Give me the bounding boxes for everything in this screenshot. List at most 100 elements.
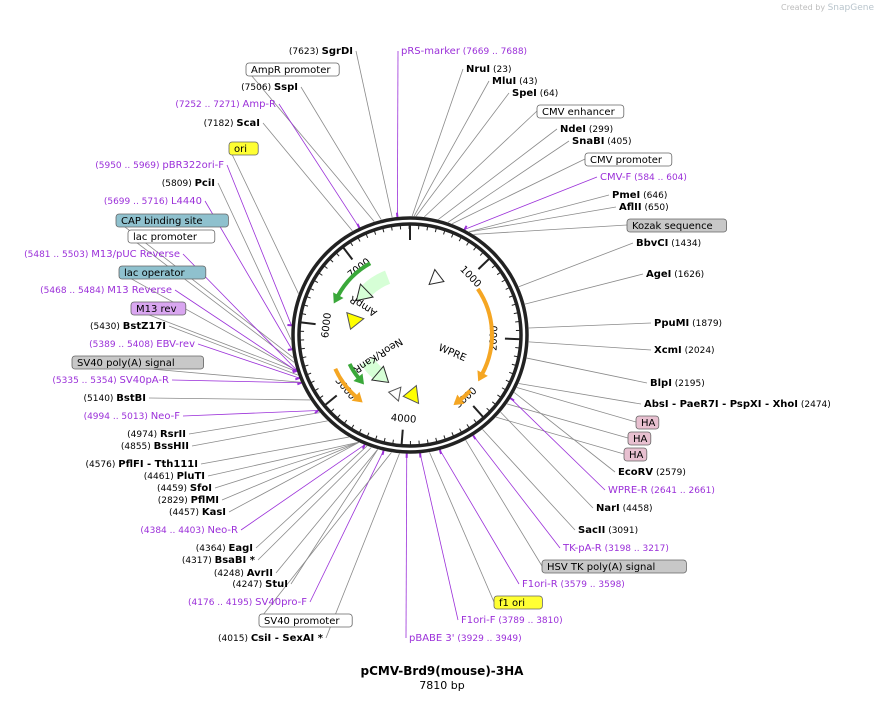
cmv-block — [414, 267, 435, 283]
leader-line — [118, 271, 297, 371]
neor-outer-arrowhead — [351, 391, 363, 403]
minor-tick — [335, 252, 340, 257]
brd9-cds-arc — [476, 287, 494, 375]
wpre-block — [449, 357, 472, 383]
site-position: (7506) — [241, 83, 274, 93]
minor-tick — [303, 364, 309, 367]
label-sv40-poly-a-signal: SV40 poly(A) signal — [71, 355, 205, 370]
leader-line — [447, 140, 570, 223]
leader-line — [197, 343, 300, 379]
leader-line — [528, 341, 652, 351]
minor-tick — [458, 236, 462, 242]
minor-tick — [505, 379, 511, 383]
feature-name: SV40 poly(A) signal — [77, 358, 175, 369]
label-pmei: PmeI (646) — [612, 190, 667, 201]
leader-line — [257, 447, 372, 561]
tick-label: 2000 — [488, 325, 500, 351]
minor-tick — [451, 432, 455, 438]
minor-tick — [509, 371, 515, 375]
leader-line — [464, 176, 598, 230]
minor-tick — [392, 439, 394, 445]
label-aflii: AflII (650) — [619, 202, 669, 213]
leader-line — [228, 147, 299, 294]
inner-feature-label: WPRE — [437, 343, 468, 365]
site-label: (4461) PluTI — [144, 471, 205, 482]
primer-name: Neo-F — [151, 411, 181, 422]
feature-name: Kozak sequence — [632, 221, 713, 232]
site-label: BlpI (2195) — [650, 378, 705, 389]
feature-box — [626, 218, 727, 233]
site-position: (4248) — [214, 569, 247, 579]
feature-name: AmpR promoter — [251, 65, 331, 76]
label-bstbi: (5140) BstBI — [84, 393, 147, 404]
label-m13-puc-reverse: (5481 .. 5503) M13/pUC Reverse — [24, 249, 180, 260]
label-f1ori-r: F1ori-R (3579 .. 3598) — [522, 579, 625, 590]
minor-tick — [501, 387, 507, 391]
leader-line — [429, 452, 495, 603]
minor-tick — [383, 437, 386, 444]
primer-label: (5699 .. 5716) L4440 — [104, 196, 202, 207]
primer-name: pRS-marker — [401, 46, 461, 57]
leader-line — [130, 307, 297, 372]
site-label: (2829) PflMI — [158, 495, 219, 506]
label-cmv-f: CMV-F (584 .. 604) — [600, 172, 687, 183]
site-name: KasI — [202, 507, 226, 518]
primer-name: TK-pA-R — [562, 543, 602, 554]
label-f1-ori: f1 ori — [493, 595, 543, 610]
site-name: StuI — [265, 579, 288, 590]
major-tick — [472, 405, 485, 419]
minor-tick — [358, 428, 362, 434]
leader-line — [221, 442, 359, 501]
label-kasi: (4457) KasI — [169, 507, 226, 518]
label-ha: HA — [627, 431, 652, 446]
minor-tick — [373, 229, 377, 235]
primer-range: (2641 .. 2661) — [648, 486, 715, 496]
label-sfoi: (4459) SfoI — [157, 483, 212, 494]
leader-line — [438, 128, 558, 220]
site-name: AbsI - PaeR7I - PspXI - XhoI — [644, 399, 798, 410]
leader-line — [524, 273, 644, 305]
minor-tick — [451, 232, 454, 238]
primer-name: Amp-R — [243, 99, 277, 110]
feature-box — [130, 301, 187, 316]
primer-range: (3198 .. 3217) — [602, 544, 669, 554]
primer-name: F1ori-R — [522, 579, 558, 590]
site-position: (2829) — [158, 496, 191, 506]
feature-box — [245, 62, 340, 77]
site-name: PflFI - Tth111I — [118, 459, 198, 470]
site-position: (7182) — [204, 119, 237, 129]
site-label: (4364) EagI — [196, 543, 253, 554]
label-rsrii: (4974) RsrII — [127, 429, 186, 440]
feature-name: HA — [633, 434, 648, 445]
primer-label: F1ori-R (3579 .. 3598) — [522, 579, 625, 590]
minor-tick — [459, 428, 463, 434]
site-star: * — [314, 633, 323, 644]
minor-tick — [309, 380, 315, 384]
leader-line — [217, 182, 292, 340]
feature-box — [71, 355, 205, 370]
plasmid-name: pCMV-Brd9(mouse)-3HA — [360, 664, 524, 678]
label-sgrdi: (7623) SgrDI — [289, 46, 353, 57]
site-label: NruI (23) — [466, 64, 511, 75]
minor-tick — [466, 424, 471, 429]
tick-label: 6000 — [320, 312, 334, 339]
primer-name: F1ori-F — [461, 615, 496, 626]
leader-line — [278, 103, 360, 228]
site-label: SnaBI (405) — [572, 136, 631, 147]
minor-tick — [513, 312, 519, 315]
minor-tick — [350, 424, 355, 430]
site-position: (646) — [640, 191, 667, 201]
minor-tick — [501, 278, 507, 283]
minor-tick — [301, 312, 307, 315]
minor-tick — [303, 304, 309, 307]
minor-tick — [497, 394, 502, 399]
primer-label: F1ori-F (3789 .. 3810) — [461, 615, 563, 626]
site-name: PluTI — [177, 471, 205, 482]
label-cmv-enhancer: CMV enhancer — [536, 104, 625, 119]
brd9-cds-arrowhead — [477, 370, 488, 382]
label-ebv-rev: (5389 .. 5408) EBV-rev — [89, 339, 195, 350]
minor-tick — [306, 372, 312, 376]
feature-box — [584, 152, 673, 167]
site-name: ScaI — [236, 118, 260, 129]
